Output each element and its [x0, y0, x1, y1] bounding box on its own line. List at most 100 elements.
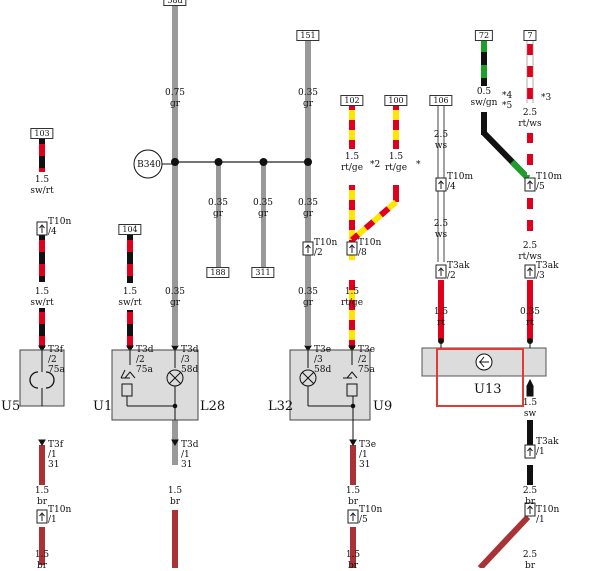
wire-color-gr-151-a: gr [302, 99, 314, 109]
wire-color-gr-main-top: gr [169, 99, 181, 109]
note-2: *2 [370, 160, 381, 170]
conn-t10n-u5-bottom: T10n [48, 505, 72, 515]
wire-size-br-u9-a: 1.5 [345, 486, 361, 496]
conn-t10n-right-bottom-pin: /1 [536, 515, 545, 525]
label-u13: U13 [474, 382, 502, 397]
wire-size-rt-u13-right: 0.35 [519, 307, 541, 317]
ref-72: 72 [474, 30, 494, 41]
conn-t3d-u1: T3d [136, 345, 154, 355]
conn-t3e-l32-term: 58d [314, 365, 332, 375]
conn-t10n-rtge-pin: /8 [358, 248, 367, 258]
conn-t10n-u9-bottom-pin: /5 [359, 515, 368, 525]
wire-color-ws-106-b: ws [434, 230, 448, 240]
conn-t3d-u1-term: 75a [136, 365, 153, 375]
wire-size-gr-151-c: 0.35 [297, 287, 319, 297]
wire-size-gr-311: 0.35 [252, 198, 274, 208]
wire-color-rtge-bottom: rt/ge [340, 298, 364, 308]
component-u1-l28 [111, 349, 199, 421]
conn-t3d-bottom-term: 31 [181, 460, 193, 470]
wire-size-ws-106-a: 2.5 [433, 130, 449, 140]
wire-color-ws-106-a: ws [434, 141, 448, 151]
wire-size-rtge-102: 1.5 [344, 152, 360, 162]
wire-size-gr-main-top: 0.75 [164, 88, 186, 98]
conn-t3ak-left: T3ak [447, 261, 470, 271]
wire-size-swrt-103-a: 1.5 [34, 175, 50, 185]
conn-t3e-bottom-term: 31 [359, 460, 371, 470]
wire-size-rtge-bottom: 1.5 [344, 287, 360, 297]
conn-t3d-l28: T3d [181, 345, 199, 355]
ref-58d: 58d [163, 0, 187, 6]
conn-t10n-left: T10n [48, 217, 72, 227]
conn-t3ak-bottom-pin: /1 [536, 447, 545, 457]
wire-color-br-l28: br [169, 497, 181, 507]
wire-color-rtge-102: rt/ge [340, 163, 364, 173]
wire-size-br-u9-b: 1.5 [345, 550, 361, 560]
conn-t10n-rtge: T10n [358, 238, 382, 248]
wire-color-swrt-104: sw/rt [118, 298, 142, 308]
label-l32: L32 [268, 399, 294, 414]
conn-t3e-bottom-pin: /1 [359, 450, 368, 460]
conn-t3f-bottom: T3f [48, 440, 64, 450]
wire-size-rt-u13-left: 1.5 [433, 307, 449, 317]
wire-color-sw-u13: sw [523, 409, 537, 419]
conn-t3ak-bottom: T3ak [536, 437, 559, 447]
wire-color-rt-u13-left: rt [437, 318, 445, 328]
conn-t10n-u9-bottom: T10n [359, 505, 383, 515]
conn-t10n-left-pin: /4 [48, 227, 57, 237]
wire-size-gr-151-a: 0.35 [297, 88, 319, 98]
wire-size-ws-106-b: 2.5 [433, 219, 449, 229]
black-green-wire [481, 38, 531, 181]
conn-t3ak-right-pin: /3 [536, 271, 545, 281]
label-b340: B340 [137, 160, 161, 170]
conn-t10m-rtws: T10m [536, 172, 562, 182]
wire-color-rt-u13-right: rt [526, 318, 534, 328]
wire-color-br-right-a: br [524, 497, 536, 507]
conn-t3f-bottom-term: 31 [48, 460, 60, 470]
conn-t3f-bottom-pin: /1 [48, 450, 57, 460]
conn-t3d-u1-pin: /2 [136, 355, 145, 365]
conn-t3f-top-pin: /2 [48, 355, 57, 365]
conn-t3e-u9-term: 75a [358, 365, 375, 375]
wire-size-rtws-7-b: 2.5 [522, 241, 538, 251]
wire-color-rtws-7-a: rt/ws [518, 119, 542, 129]
note-5: *5 [502, 101, 513, 111]
conn-t10n-u5-bottom-pin: /1 [48, 515, 57, 525]
selection-highlight-u13[interactable] [436, 348, 524, 407]
ref-151: 151 [296, 30, 320, 41]
ref-104: 104 [118, 224, 142, 235]
wire-color-gr-main-bottom: gr [169, 298, 181, 308]
conn-t3e-l32-pin: /3 [314, 355, 323, 365]
conn-t3d-bottom-pin: /1 [181, 450, 190, 460]
wire-size-swgn: 0.5 [476, 87, 492, 97]
wire-color-swgn: sw/gn [470, 98, 498, 108]
wire-color-br-u5-b: br [36, 561, 48, 571]
wire-size-br-l28: 1.5 [167, 486, 183, 496]
connector-arrows [39, 180, 533, 521]
conn-t3f-top: T3f [48, 345, 64, 355]
red-yellow-wires [349, 104, 399, 348]
wire-size-sw-u13: 1.5 [522, 398, 538, 408]
conn-t3e-u9: T3e [358, 345, 376, 355]
note-3: *3 [541, 93, 552, 103]
wire-color-br-right-b: br [524, 561, 536, 571]
wire-size-swrt-104: 1.5 [122, 287, 138, 297]
conn-t3ak-right: T3ak [536, 261, 559, 271]
conn-t3f-top-term: 75a [48, 365, 65, 375]
note-4: *4 [502, 91, 513, 101]
wire-size-rtws-7-a: 2.5 [522, 108, 538, 118]
wire-color-br-u9-b: br [347, 561, 359, 571]
wire-size-br-u5-b: 1.5 [34, 550, 50, 560]
red-black-wires [39, 137, 133, 348]
wire-size-br-right-a: 2.5 [522, 486, 538, 496]
ref-7: 7 [523, 30, 537, 41]
wire-size-gr-151-b: 0.35 [297, 198, 319, 208]
wire-color-swrt-103-b: sw/rt [30, 298, 54, 308]
label-u9: U9 [373, 399, 393, 414]
wire-size-rtge-100: 1.5 [388, 152, 404, 162]
conn-t3d-l28-pin: /3 [181, 355, 190, 365]
conn-t3e-u9-pin: /2 [358, 355, 367, 365]
conn-t10n-right-bottom: T10n [536, 505, 560, 515]
wire-color-rtge-100: rt/ge [384, 163, 408, 173]
wire-size-br-u5-a: 1.5 [34, 486, 50, 496]
